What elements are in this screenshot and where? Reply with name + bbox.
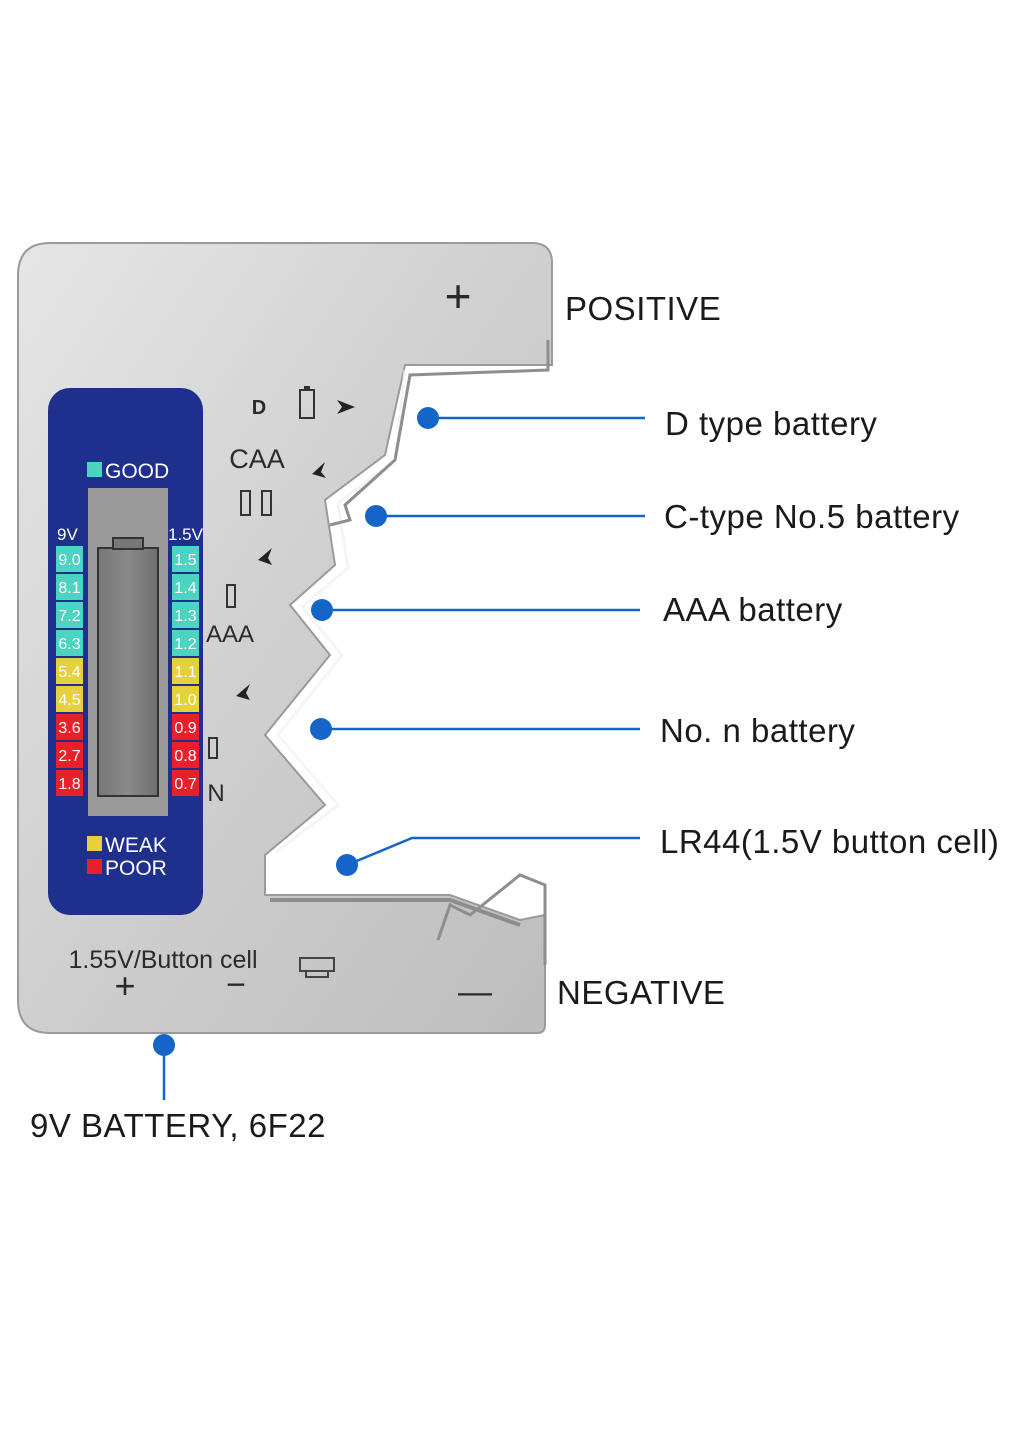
- callout-9v: 9V BATTERY, 6F22: [30, 1034, 326, 1144]
- right-scale-value: 1.4: [174, 580, 196, 597]
- left-scale-value: 7.2: [58, 608, 80, 625]
- positive-plus-sign: +: [445, 270, 472, 322]
- right-scale-value: 0.9: [174, 720, 196, 737]
- callouts: POSITIVE D type battery C-type No.5 batt…: [30, 290, 999, 1144]
- left-scale-segment: [56, 770, 83, 796]
- left-scale-value: 6.3: [58, 636, 80, 653]
- left-scale-segment: [56, 602, 83, 628]
- right-scale-value: 0.7: [174, 776, 196, 793]
- callout-dot: [417, 407, 439, 429]
- good-legend-swatch: [87, 462, 102, 477]
- aaa-battery-icon: [226, 584, 236, 608]
- c-battery-icon: [261, 490, 272, 516]
- spring-contacts: [329, 340, 550, 965]
- bottom-plus-sign: +: [114, 965, 135, 1006]
- negative-minus-sign: —: [458, 973, 492, 1011]
- arrow-icon: [236, 684, 250, 700]
- callout-dot: [310, 718, 332, 740]
- negative-label: NEGATIVE: [557, 974, 725, 1011]
- right-scale-segment: [172, 686, 199, 712]
- aaa-battery-label: AAA battery: [663, 591, 843, 628]
- arrow-icon: [312, 462, 326, 478]
- left-scale-segment: [56, 546, 83, 572]
- right-scale-segment: [172, 714, 199, 740]
- right-scale-segment: [172, 602, 199, 628]
- right-scale-segment: [172, 770, 199, 796]
- left-scale-segment: [56, 658, 83, 684]
- left-scale-segment: [56, 714, 83, 740]
- c-type-battery-label: C-type No.5 battery: [664, 498, 960, 535]
- right-scale: 1.5 1.4 1.3 1.2 1.1 1.0 0.9 0.8 0.7: [172, 546, 199, 796]
- left-scale: 9.0 8.1 7.2 6.3 5.4 4.5 3.6 2.7 1.8: [56, 546, 83, 796]
- n-battery-icon: [208, 737, 218, 759]
- callout-dot: [336, 854, 358, 876]
- voltage-indicator-panel: GOOD 9V 1.5V 9.0 8.1 7.2 6.3 5.4 4.5 3.6 2.7 1.8…: [48, 388, 204, 915]
- aaa-type-label: AAA: [206, 621, 254, 648]
- c-battery-icon: [240, 490, 251, 516]
- positive-label: POSITIVE: [565, 290, 721, 327]
- left-scale-value: 8.1: [58, 580, 80, 597]
- callout-dot: [311, 599, 333, 621]
- caa-type-label: CAA: [229, 444, 285, 474]
- right-scale-value: 1.2: [174, 636, 196, 653]
- right-scale-segment: [172, 574, 199, 600]
- right-scale-segment: [172, 630, 199, 656]
- left-scale-value: 2.7: [58, 748, 80, 765]
- d-type-battery-label: D type battery: [665, 405, 877, 442]
- arrow-icon: [258, 548, 272, 565]
- weak-legend-swatch: [87, 836, 102, 851]
- right-scale-header: 1.5V: [168, 525, 204, 544]
- right-scale-value: 1.5: [174, 552, 196, 569]
- right-scale-value: 1.3: [174, 608, 196, 625]
- bottom-minus-sign: −: [226, 966, 246, 1004]
- callout-dot: [365, 505, 387, 527]
- nine-volt-battery-label: 9V BATTERY, 6F22: [30, 1107, 326, 1144]
- left-scale-value: 4.5: [58, 692, 80, 709]
- right-scale-value: 1.1: [174, 664, 196, 681]
- poor-legend-label: POOR: [105, 857, 167, 880]
- bottom-markings: 1.55V/Button cell + − —: [68, 946, 492, 1011]
- callout-no-n: No. n battery: [310, 712, 855, 749]
- left-scale-segment: [56, 630, 83, 656]
- button-cell-label: 1.55V/Button cell: [68, 946, 257, 974]
- right-scale-segment: [172, 546, 199, 572]
- d-type-label: D: [252, 397, 266, 419]
- battery-bar-cap: [112, 537, 144, 550]
- no-n-battery-label: No. n battery: [660, 712, 855, 749]
- left-scale-value: 1.8: [58, 776, 80, 793]
- left-scale-value: 5.4: [58, 664, 80, 681]
- battery-bar-body: [97, 547, 159, 797]
- right-scale-segment: [172, 742, 199, 768]
- battery-type-markings: D CAA AAA N: [206, 386, 355, 807]
- poor-legend-swatch: [87, 859, 102, 874]
- right-scale-segment: [172, 658, 199, 684]
- callout-lr44: LR44(1.5V button cell): [336, 823, 999, 876]
- callout-aaa: AAA battery: [311, 591, 843, 628]
- left-scale-value: 9.0: [58, 552, 80, 569]
- left-scale-segment: [56, 686, 83, 712]
- left-scale-segment: [56, 574, 83, 600]
- arrow-icon: [337, 400, 355, 414]
- right-scale-value: 1.0: [174, 692, 196, 709]
- left-scale-header: 9V: [57, 525, 78, 544]
- weak-legend-label: WEAK: [105, 834, 167, 857]
- good-legend-label: GOOD: [105, 460, 169, 483]
- callout-d-type: D type battery: [417, 405, 877, 442]
- lr44-battery-label: LR44(1.5V button cell): [660, 823, 999, 860]
- callout-dot: [153, 1034, 175, 1056]
- right-scale-value: 0.8: [174, 748, 196, 765]
- left-scale-segment: [56, 742, 83, 768]
- callout-c-type: C-type No.5 battery: [365, 498, 960, 535]
- n-type-label: N: [207, 780, 224, 807]
- left-scale-value: 3.6: [58, 720, 80, 737]
